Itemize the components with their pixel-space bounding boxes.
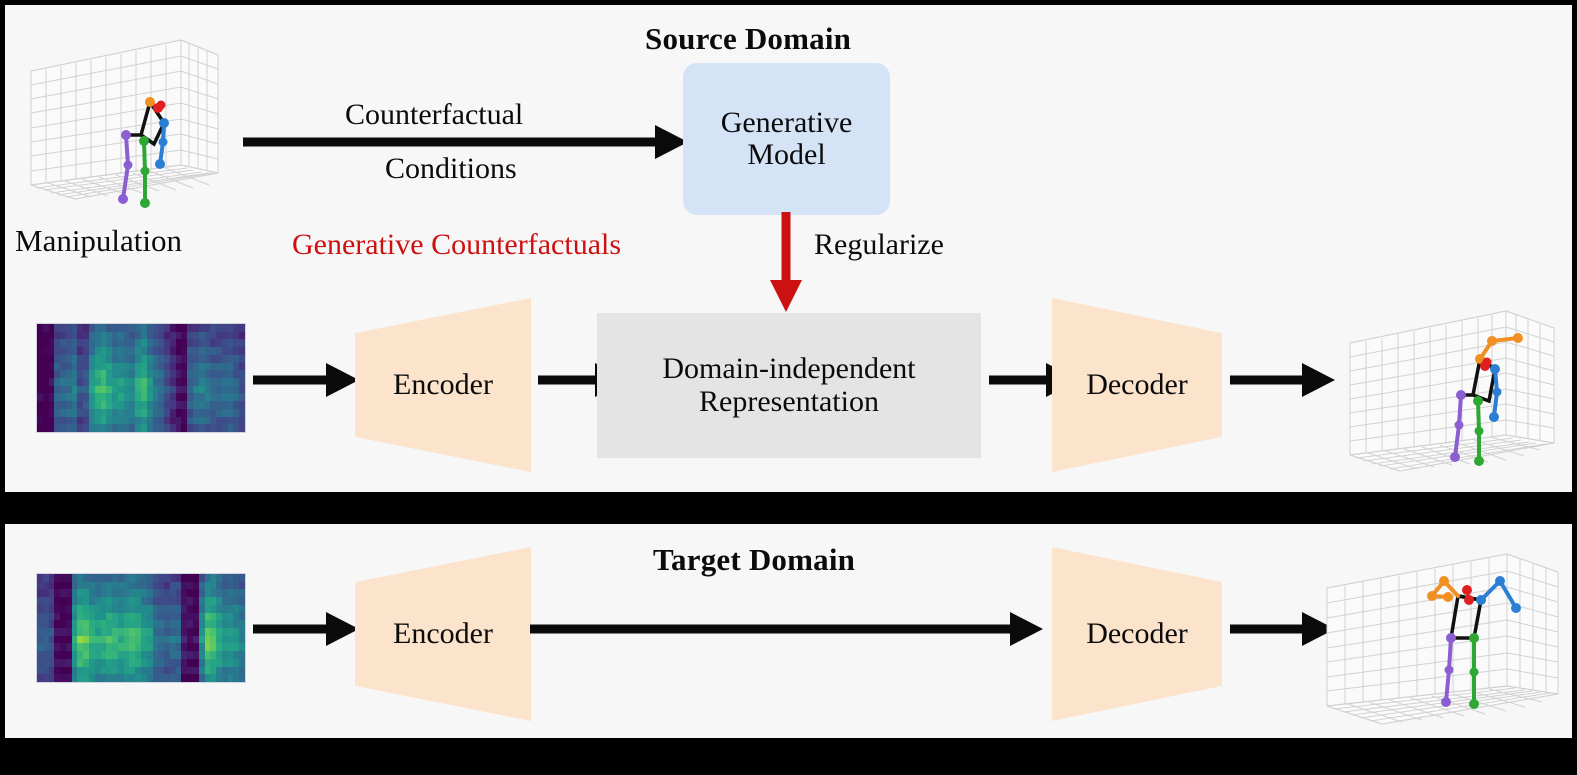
- source-domain-panel: Source Domain: [5, 5, 1572, 492]
- manipulation-pose-plot: [13, 23, 235, 223]
- target-domain-title: Target Domain: [653, 542, 856, 577]
- domain-independent-representation-box[interactable]: [597, 313, 981, 458]
- counterfactual-conditions-arrow: [243, 125, 688, 159]
- source-output-pose-plot: [1334, 297, 1569, 487]
- target-encoder-to-decoder-arrow: [530, 612, 1043, 646]
- manipulation-caption: Manipulation: [15, 223, 183, 258]
- generative-model-box[interactable]: [683, 63, 890, 215]
- target-input-to-encoder-arrow: [253, 612, 359, 646]
- target-output-pose-plot: [1310, 538, 1572, 734]
- source-domain-title: Source Domain: [645, 21, 852, 56]
- target-decoder-block[interactable]: [1052, 547, 1222, 721]
- counterfactual-conditions-label-line1: Counterfactual: [345, 98, 524, 131]
- source-input-to-encoder-arrow: [253, 363, 359, 397]
- generative-counterfactuals-label: Generative Counterfactuals: [292, 228, 622, 261]
- target-encoder-block[interactable]: [355, 547, 531, 721]
- source-input-spectrogram: [36, 323, 246, 433]
- regularize-label: Regularize: [814, 228, 944, 261]
- source-encoder-block[interactable]: [355, 298, 531, 472]
- regularize-arrow: [769, 212, 803, 312]
- counterfactual-conditions-label-line2: Conditions: [385, 152, 517, 185]
- source-decoder-block[interactable]: [1052, 298, 1222, 472]
- target-domain-panel: Target Domain Encoder Decoder: [5, 524, 1572, 738]
- target-input-spectrogram: [36, 573, 246, 683]
- source-decoder-to-output-arrow: [1230, 363, 1335, 397]
